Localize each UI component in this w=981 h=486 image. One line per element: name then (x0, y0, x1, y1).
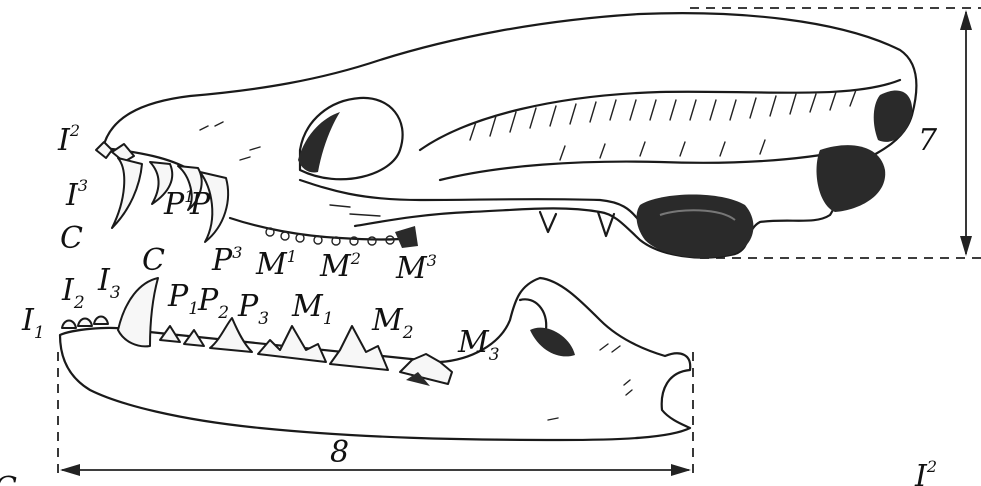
label-upper-M3: M (395, 251, 428, 286)
svg-text:P1: P1 (167, 279, 199, 319)
label-lower-P2: P (197, 283, 219, 318)
cranium-drawing (103, 13, 916, 258)
upper-teeth (96, 142, 418, 248)
label-upper-P2: P (189, 187, 211, 222)
label-lower-M3: M (457, 325, 490, 360)
label-upper-C: C (60, 221, 83, 256)
label-upper-M1: M (255, 247, 288, 282)
label-upper-P1: P (163, 187, 185, 222)
svg-text:I3: I3 (97, 263, 121, 303)
svg-text:M3: M3 (457, 325, 500, 365)
svg-text:M2: M2 (319, 249, 361, 284)
length-measurement (58, 352, 693, 480)
svg-text:I1: I1 (21, 303, 45, 343)
svg-text:M1: M1 (255, 247, 297, 282)
label-upper-M2: M (319, 249, 352, 284)
svg-text:P2: P2 (197, 283, 229, 323)
label-lower-P3: P (237, 289, 259, 324)
svg-text:M2: M2 (371, 303, 414, 343)
svg-text:I2: I2 (914, 457, 937, 486)
svg-text:I3: I3 (65, 176, 88, 213)
svg-text:M3: M3 (395, 251, 437, 286)
label-lower-M1: M (291, 289, 324, 324)
svg-text:P3: P3 (237, 289, 269, 329)
label-upper-P3: P (211, 243, 233, 278)
label-lower-C: C (142, 243, 165, 278)
svg-text:M1: M1 (291, 289, 334, 329)
svg-text:I2: I2 (61, 273, 85, 313)
svg-text:P: P (189, 187, 211, 222)
label-lower-M2: M (371, 303, 404, 338)
svg-text:P3: P3 (211, 243, 242, 278)
svg-text:I2: I2 (57, 121, 80, 158)
height-measure-label: 7 (918, 123, 938, 158)
label-lower-P1: P (167, 279, 189, 314)
corner-left-label: C (0, 471, 17, 486)
length-measure-label: 8 (330, 435, 349, 470)
upper-tooth-labels: I2 I3 C P1 P P3 M1 M2 M3 (57, 121, 437, 286)
